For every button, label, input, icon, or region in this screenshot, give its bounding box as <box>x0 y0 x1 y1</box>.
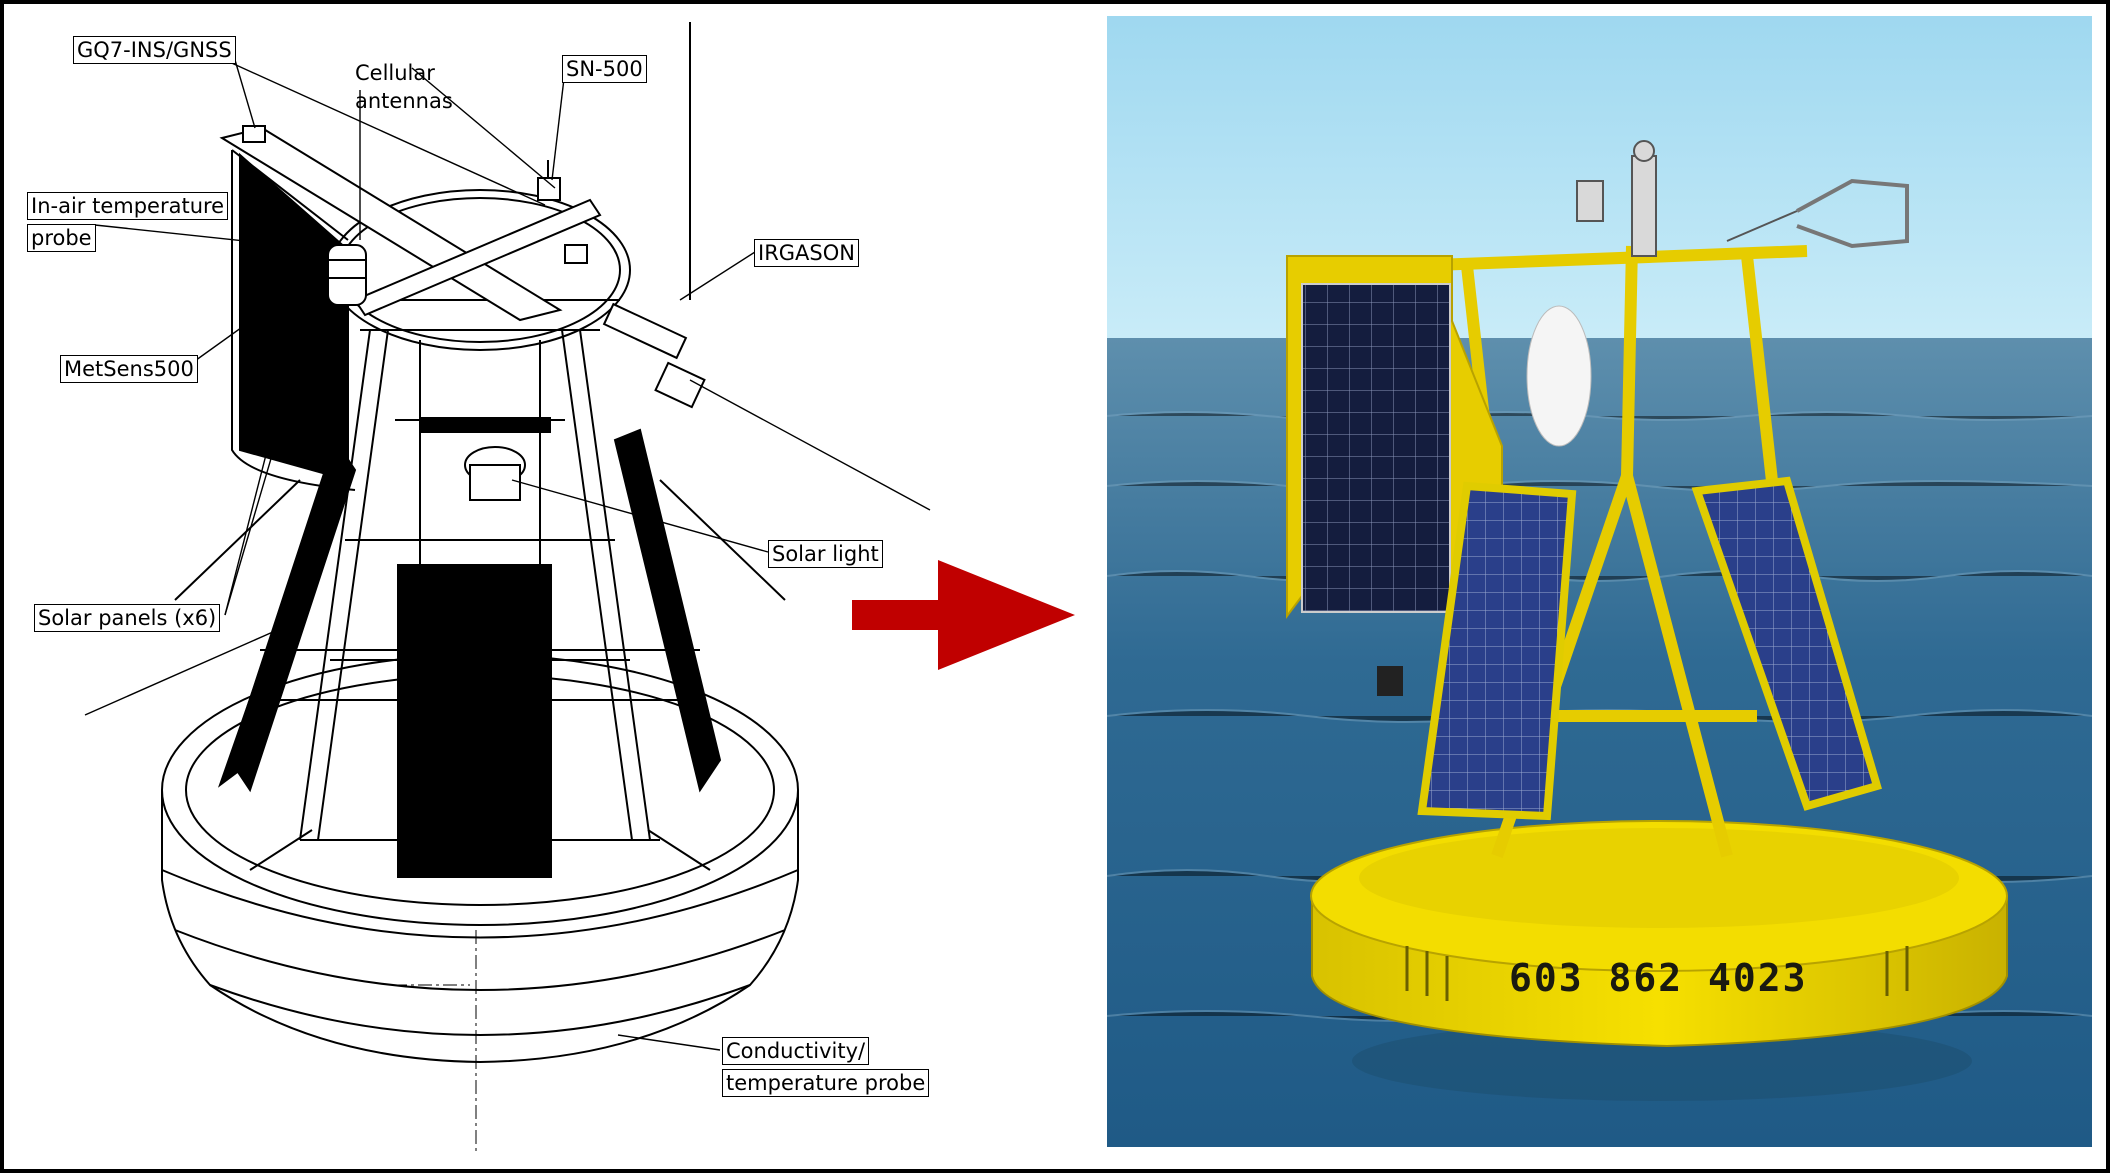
buoy-photo: 603 862 4023 <box>1107 16 2092 1147</box>
buoy-hull: 603 862 4023 <box>1310 820 2008 1048</box>
label-solar-panels: Solar panels (x6) <box>34 604 221 632</box>
front-solar-panel-right <box>1691 476 1882 811</box>
leader-lines <box>84 59 931 1051</box>
centerline <box>393 930 477 1155</box>
label-cellular-line1: Cellular <box>355 61 435 85</box>
label-sn500: SN-500 <box>562 55 647 83</box>
metsens-drawing <box>327 244 367 400</box>
solar-light-drawing <box>464 446 526 501</box>
label-gnss: GQ7-INS/GNSS <box>73 36 236 64</box>
buoy-number: 603 862 4023 <box>1509 956 1808 1000</box>
label-air-temp-line2: probe <box>27 224 96 252</box>
label-ct-line1: Conductivity/ <box>722 1037 870 1065</box>
label-ct-line2: temperature probe <box>722 1069 930 1097</box>
solar-panels-drawing <box>217 152 722 878</box>
sn500-drawing <box>537 160 588 264</box>
top-sensors <box>1576 140 1909 257</box>
label-cellular-line2: antennas <box>355 89 453 113</box>
label-air-temp-line1: In-air temperature <box>27 192 229 220</box>
label-irgason: IRGASON <box>754 239 859 267</box>
cross-arm-drawing <box>219 125 602 322</box>
front-solar-panel-left <box>1417 481 1577 821</box>
right-arrow-icon <box>852 560 1075 670</box>
label-metsens: MetSens500 <box>60 355 198 383</box>
dome-light <box>1526 305 1592 447</box>
irgason-drawing <box>602 22 706 409</box>
buoy-photo-illustration: 603 862 4023 <box>1107 16 2092 1147</box>
back-solar-panel <box>1286 255 1503 696</box>
label-solar-light: Solar light <box>768 540 883 568</box>
